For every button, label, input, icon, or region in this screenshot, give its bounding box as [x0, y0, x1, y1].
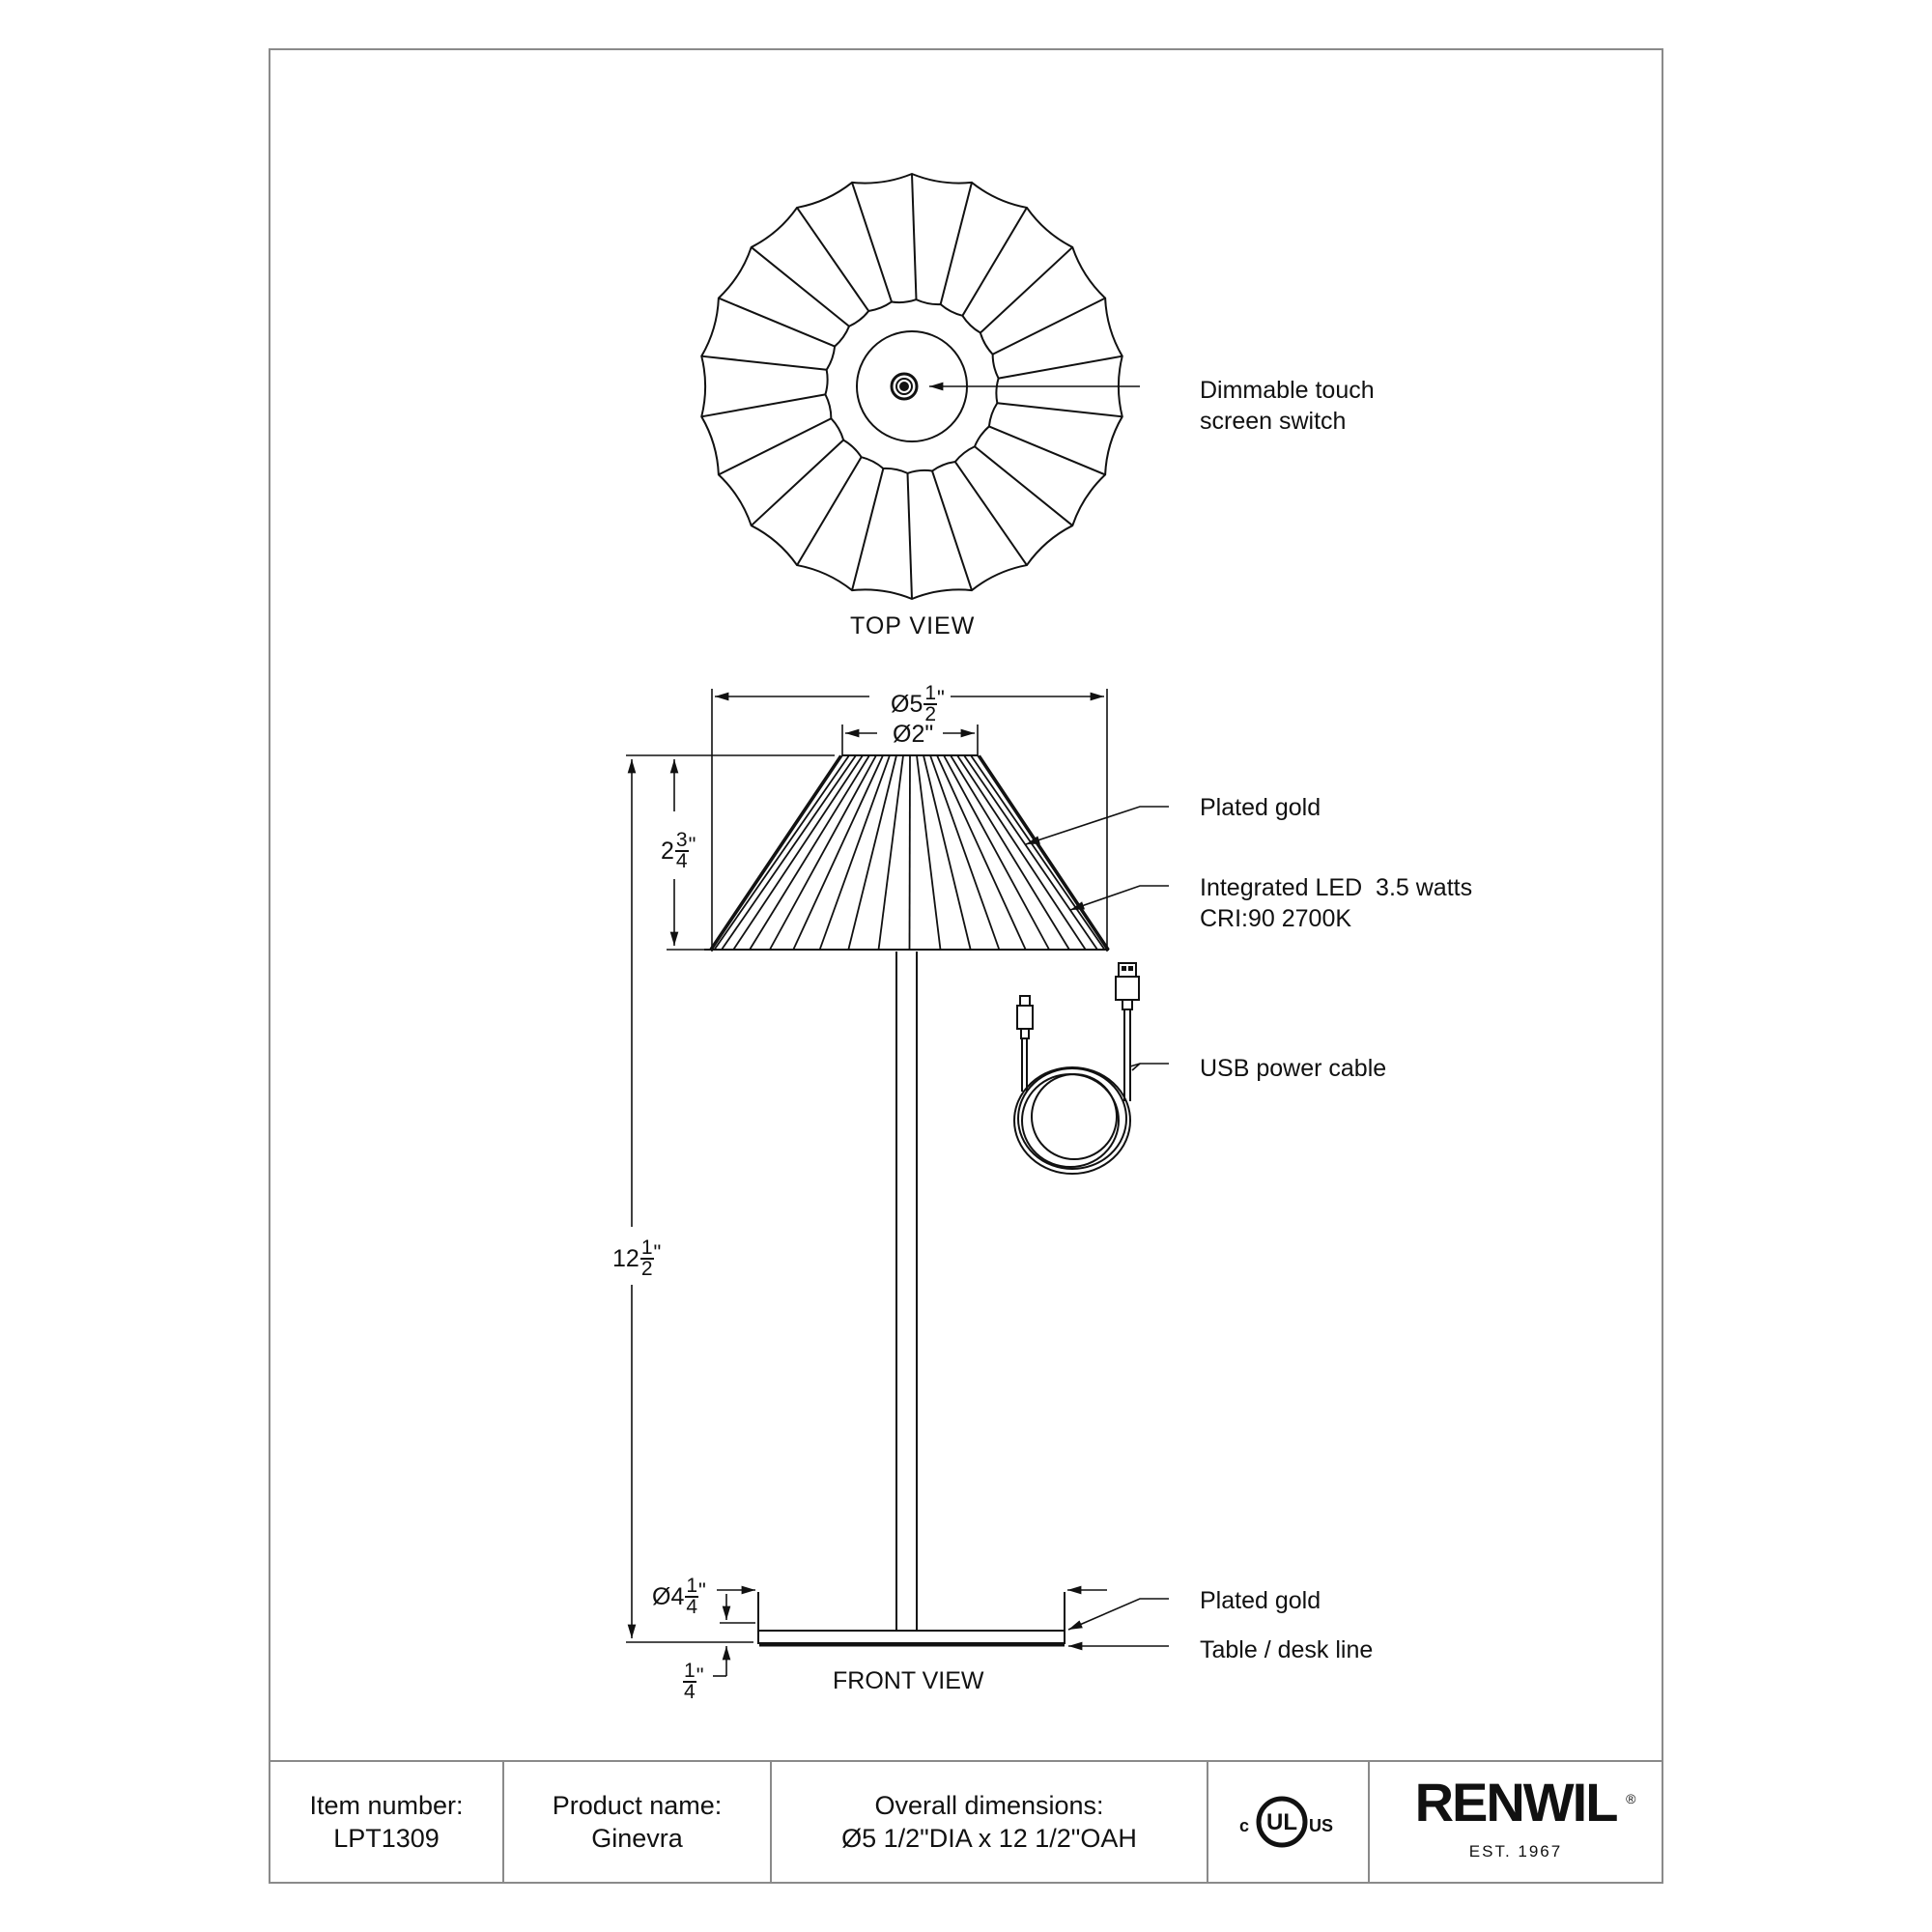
denominator: 4 [675, 850, 688, 872]
dim-prefix: 12 [612, 1244, 639, 1272]
denominator: 4 [686, 1596, 698, 1618]
callout-leaders [1025, 806, 1169, 1651]
overall-dimensions-value: Ø5 1/2"DIA x 12 1/2"OAH [841, 1824, 1137, 1853]
callout-switch: Dimmable touch screen switch [1200, 375, 1375, 437]
brand-tagline: EST. 1967 [1468, 1842, 1563, 1861]
lamp-shade [704, 754, 1110, 951]
brand-name: RENWIL [1414, 1772, 1619, 1833]
cul-us-listed-icon: c UL US [1239, 1796, 1333, 1848]
callout-shade-finish: Plated gold [1200, 792, 1321, 823]
svg-text:c: c [1239, 1816, 1249, 1835]
dimension-lines [626, 689, 1108, 1677]
callout-line: Table / desk line [1200, 1636, 1374, 1663]
callout-line: Dimmable touch [1200, 377, 1375, 404]
callout-line: CRI:90 2700K [1200, 905, 1352, 932]
svg-text:US: US [1309, 1816, 1333, 1835]
item-number-label: Item number: [309, 1791, 464, 1820]
dim-unit: " [696, 1663, 704, 1688]
numerator: 1 [923, 682, 938, 705]
dim-unit: " [653, 1240, 662, 1264]
numerator: 1 [683, 1660, 696, 1683]
item-number-value: LPT1309 [333, 1824, 440, 1853]
denominator: 4 [684, 1681, 696, 1703]
usb-cable-drawing [1013, 962, 1140, 1175]
denominator: 2 [640, 1258, 653, 1280]
callout-usb-cable: USB power cable [1200, 1053, 1386, 1084]
product-name-cell: Product name: Ginevra [504, 1762, 772, 1882]
brand-cell: RENWIL® EST. 1967 [1370, 1762, 1662, 1882]
svg-text:UL: UL [1266, 1809, 1297, 1835]
callout-line: Integrated LED 3.5 watts [1200, 874, 1473, 901]
title-block: Item number: LPT1309 Product name: Ginev… [269, 1760, 1663, 1884]
overall-dimensions-cell: Overall dimensions: Ø5 1/2"DIA x 12 1/2"… [772, 1762, 1208, 1882]
product-name-label: Product name: [552, 1791, 723, 1820]
lamp-base [757, 1592, 1065, 1647]
numerator: 1 [639, 1236, 654, 1260]
top-view-drawing [700, 172, 1123, 601]
numerator: 1 [685, 1575, 699, 1598]
dim-unit: " [698, 1578, 706, 1603]
lamp-stem [895, 952, 918, 1631]
numerator: 3 [674, 829, 689, 852]
callout-line: Plated gold [1200, 794, 1321, 821]
callout-line: Plated gold [1200, 1587, 1321, 1614]
dim-text: Ø2" [893, 721, 934, 748]
callout-table-line: Table / desk line [1200, 1634, 1373, 1665]
dim-prefix: Ø4 [652, 1582, 685, 1610]
product-name-value: Ginevra [591, 1824, 683, 1853]
denominator: 2 [924, 703, 937, 725]
item-number-cell: Item number: LPT1309 [270, 1762, 504, 1882]
dim-shade-top-diameter: Ø2" [893, 721, 933, 749]
dim-unit: " [937, 686, 945, 710]
dim-unit: " [688, 833, 696, 857]
certification-cell: c UL US [1208, 1762, 1370, 1882]
dim-prefix: Ø5 [891, 690, 923, 718]
callout-base-finish: Plated gold [1200, 1585, 1321, 1616]
overall-dimensions-label: Overall dimensions: [874, 1791, 1104, 1820]
callout-line: USB power cable [1200, 1055, 1387, 1082]
callout-led: Integrated LED 3.5 watts CRI:90 2700K [1200, 872, 1472, 934]
registered-mark: ® [1626, 1791, 1635, 1806]
callout-line: screen switch [1200, 408, 1347, 435]
front-view-title: FRONT VIEW [833, 1667, 984, 1694]
renwil-logo: RENWIL® [1415, 1776, 1636, 1830]
dim-prefix: 2 [661, 837, 674, 865]
top-view-title: TOP VIEW [850, 612, 976, 639]
